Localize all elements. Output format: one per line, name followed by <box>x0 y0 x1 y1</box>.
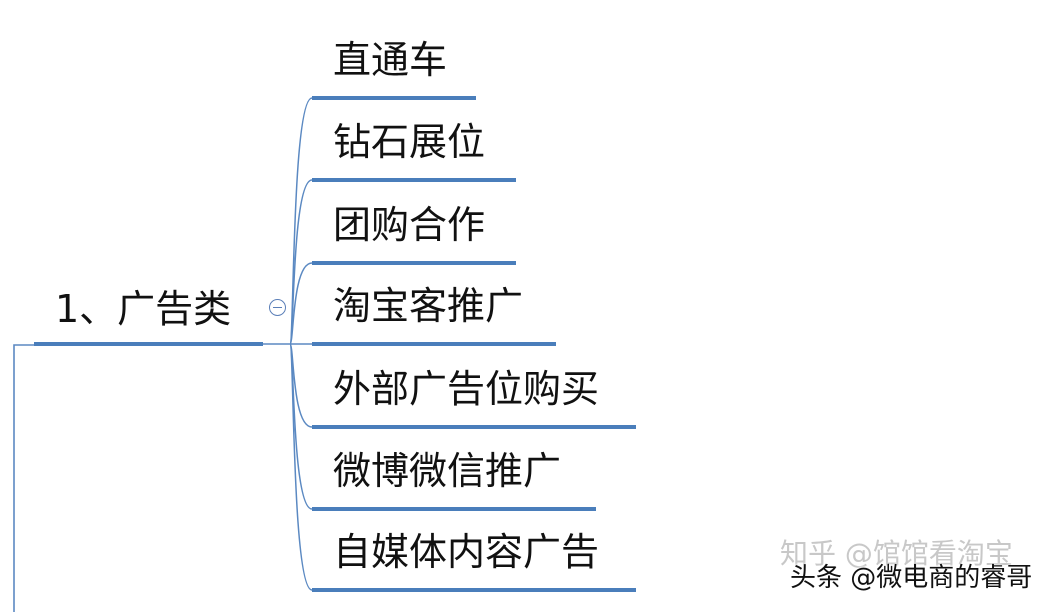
watermark-toutiao: 头条 @微电商的睿哥 <box>790 563 1033 593</box>
branch-label-1: 直通车 <box>333 38 448 82</box>
branch-label-4: 淘宝客推广 <box>333 284 524 328</box>
root-node-label: 1、广告类 <box>55 287 232 331</box>
branch-label-3: 团购合作 <box>333 203 486 247</box>
watermark-zhihu: 知乎 @馆馆看淘宝 <box>780 537 1013 570</box>
branch-connector-3 <box>289 262 313 345</box>
branch-label-2: 钻石展位 <box>333 120 486 164</box>
branch-label-6: 微博微信推广 <box>333 449 562 493</box>
branch-connector-7 <box>289 343 313 591</box>
collapse-toggle-icon[interactable] <box>269 299 286 316</box>
branch-label-7: 自媒体内容广告 <box>333 530 600 574</box>
root-incoming-connector <box>13 344 34 612</box>
branch-label-5: 外部广告位购买 <box>333 367 600 411</box>
